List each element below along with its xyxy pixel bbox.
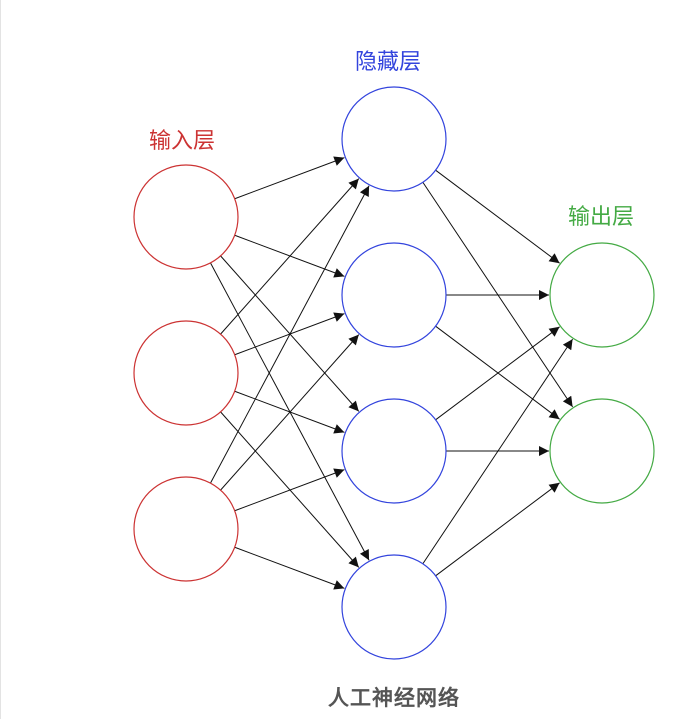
edge-input-2-to-hidden-1 [220,178,360,335]
output-node-1 [549,242,655,348]
diagram-caption: 人工神经网络 [328,686,460,710]
hidden-node-3 [341,398,447,504]
input-layer-label: 输入层 [148,129,216,154]
edge-hidden-1-to-output-1 [435,169,560,264]
network-nodes [133,86,655,660]
input-node-3 [133,476,239,582]
output-node-2 [549,398,655,504]
hidden-layer-label: 隐藏层 [354,50,422,75]
edge-input-1-to-hidden-1 [234,156,345,200]
edge-hidden-3-to-output-1 [435,326,560,421]
hidden-node-4 [341,554,447,660]
connection-edges [210,156,574,590]
edge-input-3-to-hidden-4 [234,546,345,590]
edge-input-3-to-hidden-3 [234,468,345,512]
input-node-1 [133,164,239,270]
edge-hidden-4-to-output-1 [422,338,574,565]
hidden-node-1 [341,86,447,192]
output-layer-label: 输出层 [567,205,635,230]
edge-input-3-to-hidden-2 [220,334,360,491]
hidden-node-2 [341,242,447,348]
input-node-2 [133,320,239,426]
edge-input-3-to-hidden-1 [210,185,370,484]
edge-hidden-4-to-output-2 [435,482,560,577]
